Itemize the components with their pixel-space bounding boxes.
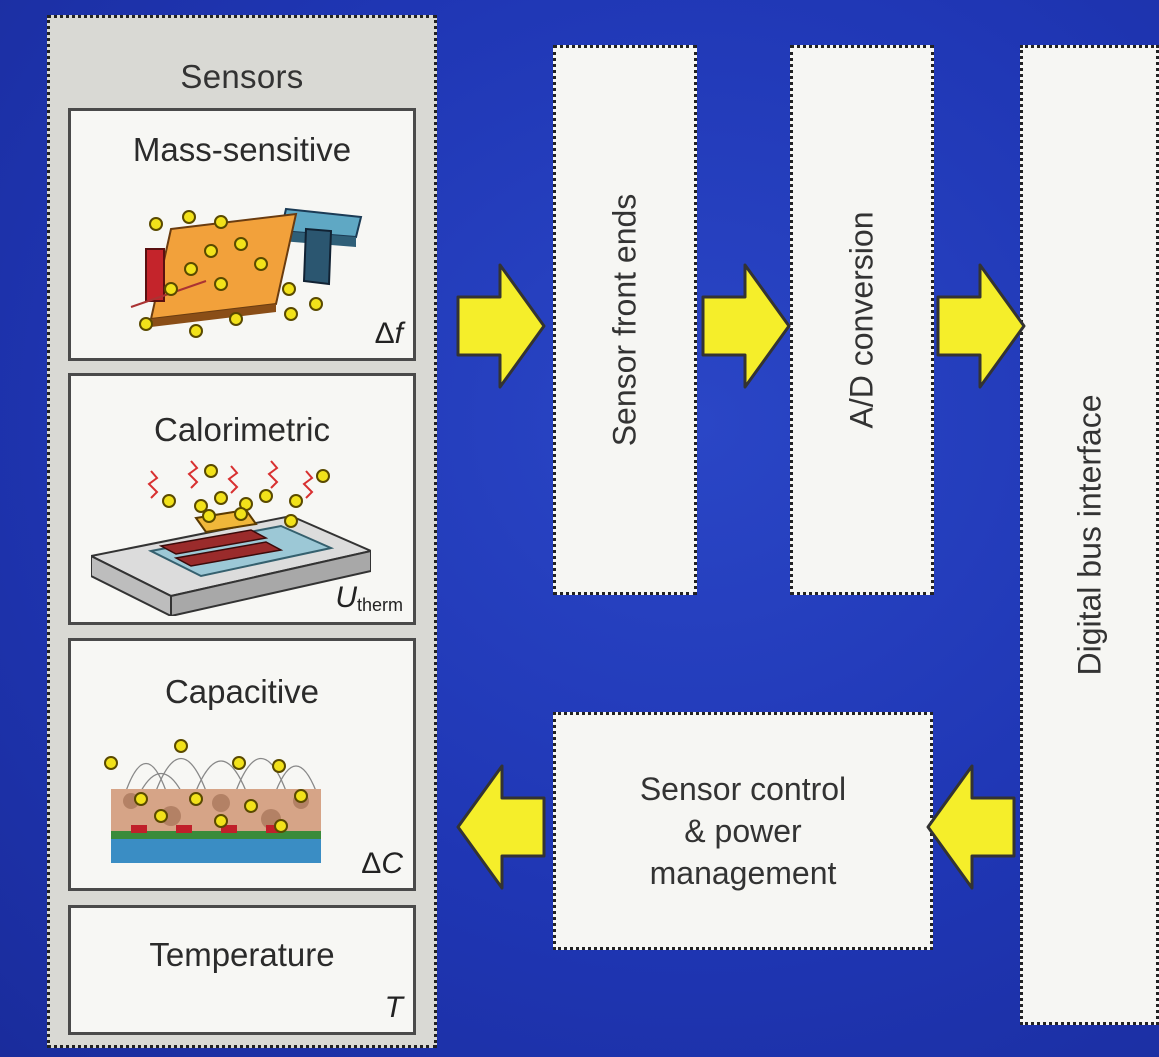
- right-arrow-icon: [936, 263, 1026, 389]
- sensor-label-calorimetric: Calorimetric: [153, 411, 331, 448]
- cantilever-illustration: [130, 207, 363, 338]
- digital-bus-interface-label: Digital bus interface: [1071, 394, 1107, 676]
- right-arrow-icon: [701, 263, 791, 389]
- capacitive-illustration: [104, 739, 321, 863]
- left-arrow-icon: [926, 764, 1016, 890]
- sensor-card-capacitive: Capacitive: [68, 638, 416, 891]
- sensor-symbol-calorimetric: Utherm: [335, 581, 403, 615]
- sensor-label-temperature: Temperature: [149, 936, 335, 973]
- left-arrow-icon: [456, 764, 546, 890]
- digital-bus-interface-block: Digital bus interface: [1020, 45, 1159, 1025]
- sensor-symbol-mass-sensitive: Δf: [374, 317, 403, 350]
- right-arrow-icon: [456, 263, 546, 389]
- sensor-symbol-temperature: T: [384, 991, 403, 1024]
- sensor-control-block: Sensor control & power management: [553, 712, 933, 950]
- calorimetric-illustration: [91, 460, 371, 616]
- sensor-front-ends-label: Sensor front ends: [606, 193, 643, 447]
- sensor-card-mass-sensitive: Mass-sensitive Δf: [68, 108, 416, 361]
- sensor-control-label: Sensor control & power management: [639, 771, 847, 891]
- sensors-title: Sensors: [180, 58, 304, 95]
- sensor-front-ends-block: Sensor front ends: [553, 45, 697, 595]
- sensor-card-calorimetric: Calorimetric: [68, 373, 416, 625]
- sensors-panel: Sensors Mass-sensitive Δf: [47, 15, 437, 1048]
- sensor-symbol-capacitive: ΔC: [361, 847, 403, 880]
- ad-conversion-block: A/D conversion: [790, 45, 934, 595]
- sensor-label-mass-sensitive: Mass-sensitive: [132, 131, 352, 168]
- sensor-label-capacitive: Capacitive: [164, 673, 320, 710]
- ad-conversion-label: A/D conversion: [843, 211, 880, 429]
- sensor-card-temperature: Temperature T: [68, 905, 416, 1035]
